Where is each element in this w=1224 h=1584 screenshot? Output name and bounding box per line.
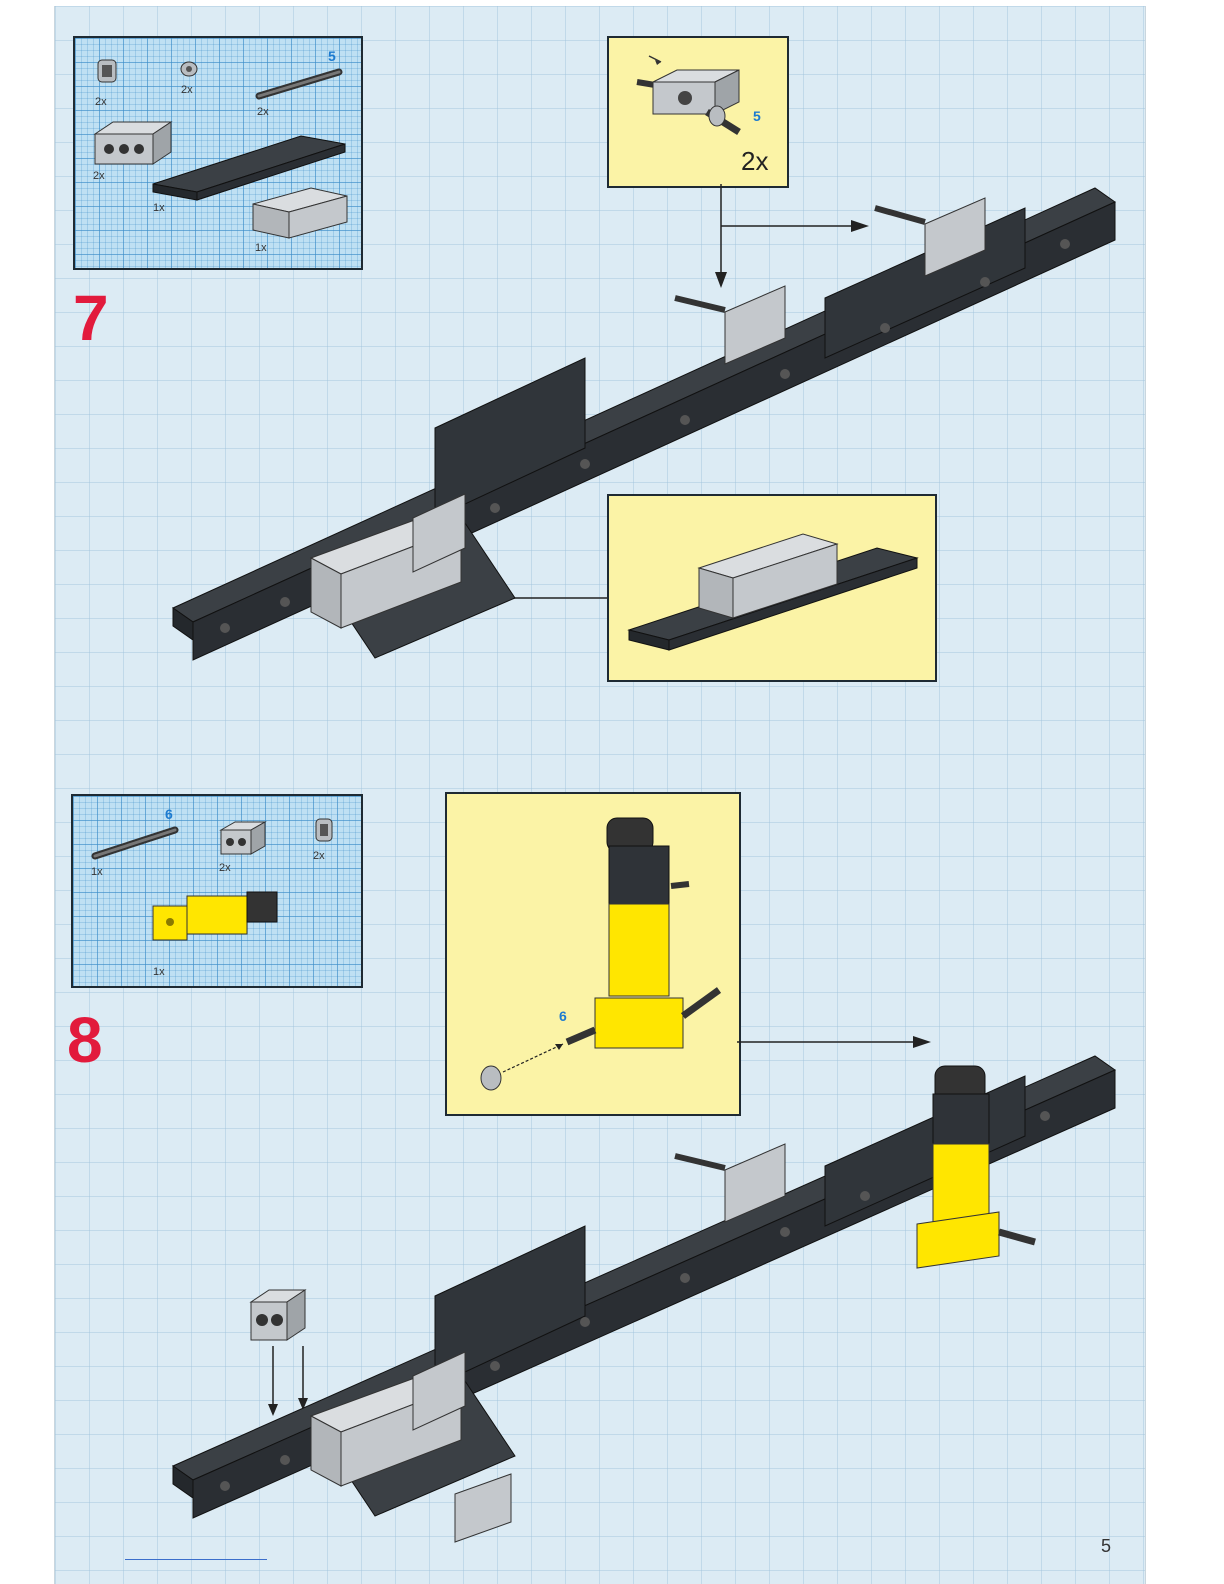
page-number: 5 <box>1101 1536 1111 1557</box>
footer-line <box>125 1559 267 1560</box>
instruction-page: 2x 2x 5 2x 2x 1x <box>54 6 1146 1584</box>
step-8-chassis-model <box>165 1046 1125 1566</box>
step-8-loose-technic-brick <box>249 1286 309 1348</box>
